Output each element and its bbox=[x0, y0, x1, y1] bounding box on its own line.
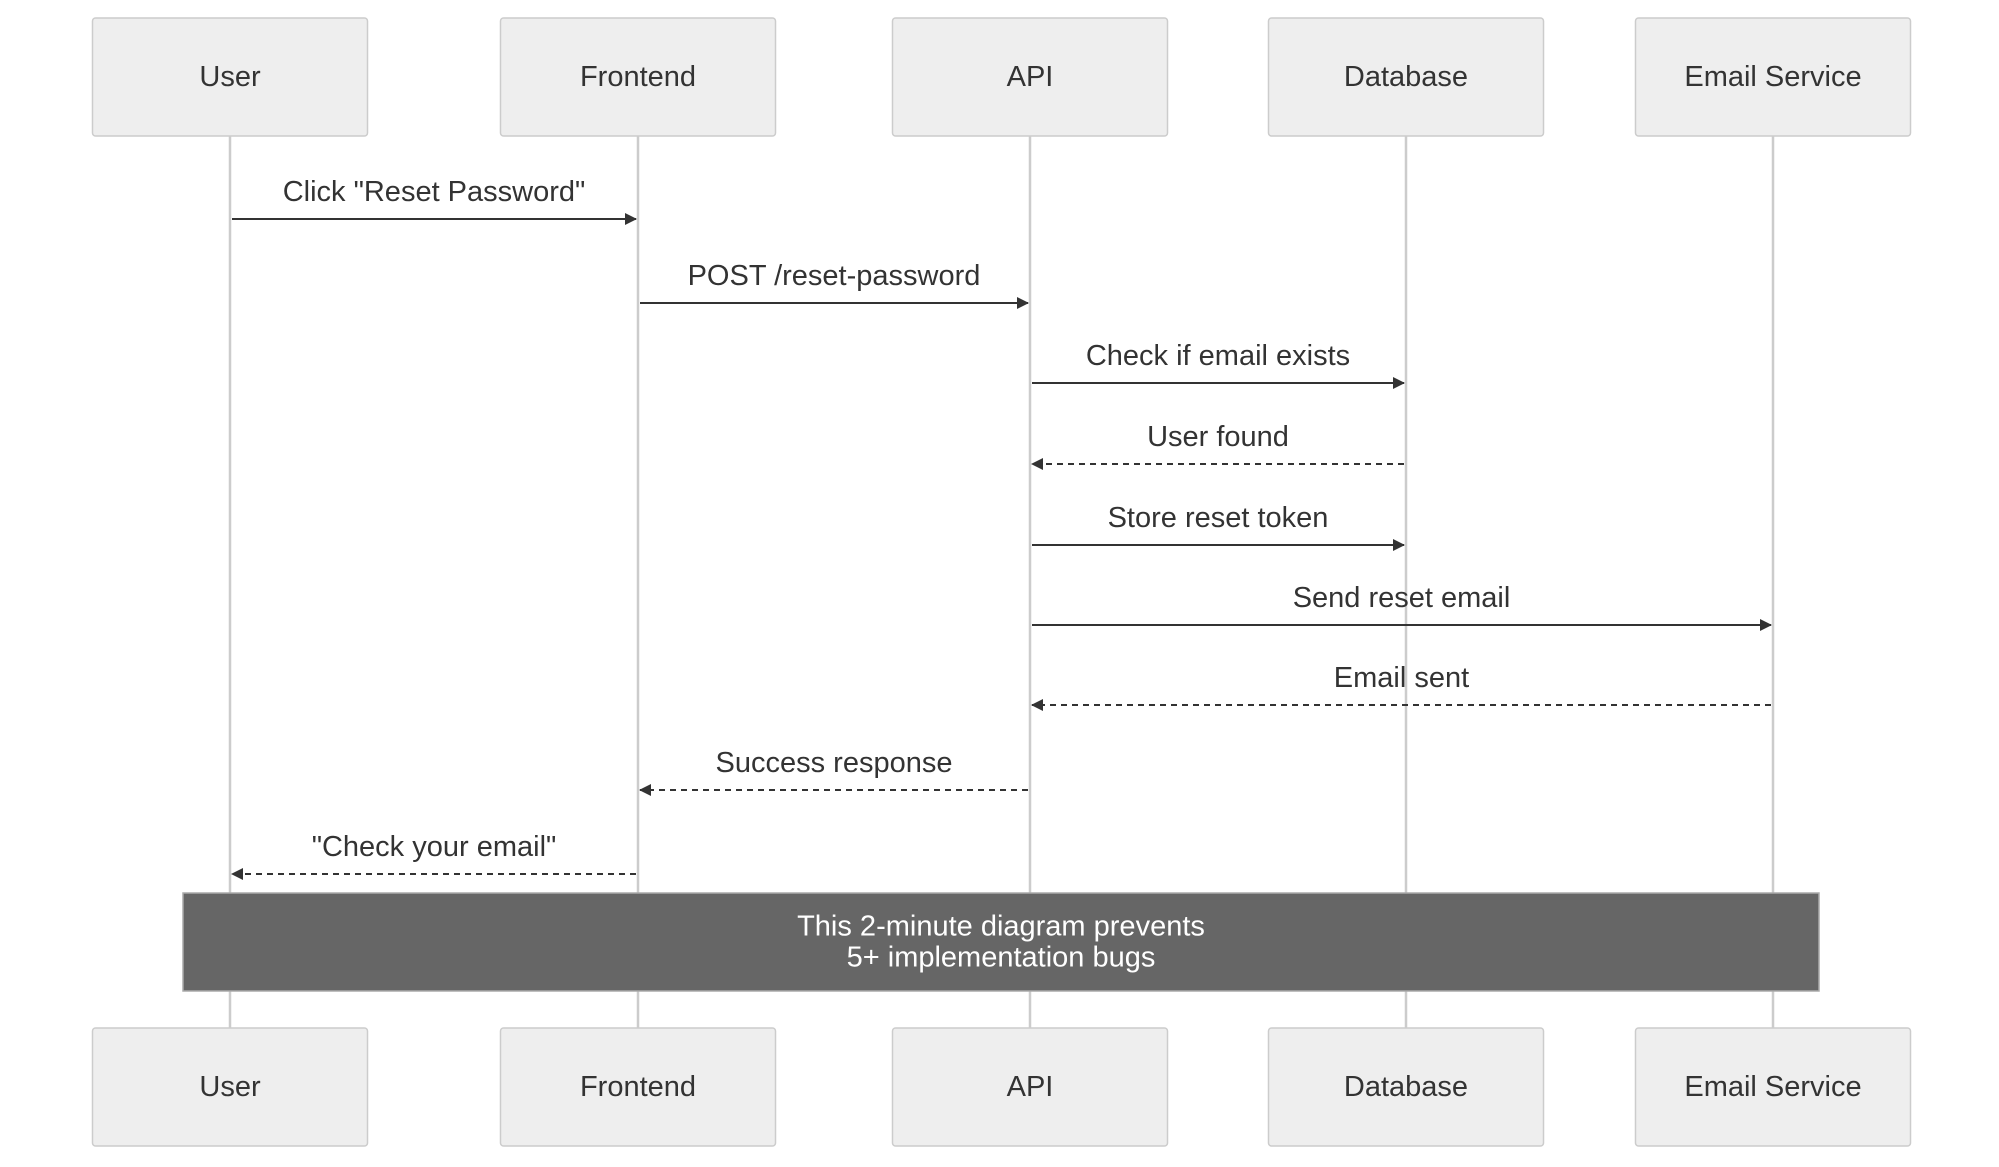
message-5: Store reset token bbox=[1032, 502, 1405, 551]
note-text-line: This 2-minute diagram prevents bbox=[797, 911, 1205, 943]
participant-box bbox=[91, 1027, 369, 1147]
message-7: Email sent bbox=[1031, 662, 1771, 711]
message-9: "Check your email" bbox=[231, 831, 636, 880]
participant-box bbox=[499, 1027, 777, 1147]
message-6: Send reset email bbox=[1032, 582, 1772, 631]
participants-bottom: User Frontend API Database Email Service bbox=[91, 1027, 1912, 1147]
message-1: Click "Reset Password" bbox=[232, 176, 637, 225]
message-label: Click "Reset Password" bbox=[283, 176, 586, 208]
participant-box bbox=[91, 17, 369, 137]
participant-box bbox=[1267, 1027, 1545, 1147]
participant-top-database: Database bbox=[1267, 17, 1545, 137]
participant-box bbox=[891, 17, 1169, 137]
participant-top-email: Email Service bbox=[1634, 17, 1912, 137]
participant-bottom-api: API bbox=[891, 1027, 1169, 1147]
participant-label: User bbox=[199, 61, 261, 93]
participant-label: Database bbox=[1344, 61, 1468, 93]
note-box bbox=[182, 892, 1820, 992]
messages: Click "Reset Password" POST /reset-passwo… bbox=[231, 176, 1772, 880]
message-2: POST /reset-password bbox=[640, 260, 1029, 309]
participant-top-user: User bbox=[91, 17, 369, 137]
participant-label: Frontend bbox=[580, 1071, 696, 1103]
participant-box bbox=[1267, 17, 1545, 137]
participant-box bbox=[891, 1027, 1169, 1147]
participant-label: Database bbox=[1344, 1071, 1468, 1103]
message-3: Check if email exists bbox=[1032, 340, 1405, 389]
participant-box bbox=[1634, 1027, 1912, 1147]
message-label: Send reset email bbox=[1293, 582, 1511, 614]
participants-top: User Frontend API Database Email Service bbox=[91, 17, 1912, 137]
participant-label: Email Service bbox=[1684, 1071, 1861, 1103]
participant-label: Email Service bbox=[1684, 61, 1861, 93]
participant-bottom-database: Database bbox=[1267, 1027, 1545, 1147]
participant-label: API bbox=[1007, 61, 1054, 93]
participant-bottom-email: Email Service bbox=[1634, 1027, 1912, 1147]
message-label: Store reset token bbox=[1108, 502, 1329, 534]
participant-bottom-user: User bbox=[91, 1027, 369, 1147]
message-label: Check if email exists bbox=[1086, 340, 1350, 372]
message-4: User found bbox=[1031, 421, 1404, 470]
participant-label: API bbox=[1007, 1071, 1054, 1103]
participant-bottom-frontend: Frontend bbox=[499, 1027, 777, 1147]
lifelines bbox=[228, 136, 1775, 1028]
message-label: Success response bbox=[716, 747, 953, 779]
note-text-line: 5+ implementation bugs bbox=[847, 942, 1156, 974]
participant-label: User bbox=[199, 1071, 261, 1103]
participant-box bbox=[499, 17, 777, 137]
message-label: POST /reset-password bbox=[688, 260, 981, 292]
message-label: "Check your email" bbox=[312, 831, 557, 863]
participant-box bbox=[1634, 17, 1912, 137]
participant-top-api: API bbox=[891, 17, 1169, 137]
message-8: Success response bbox=[639, 747, 1028, 796]
message-label: User found bbox=[1147, 421, 1289, 453]
participant-top-frontend: Frontend bbox=[499, 17, 777, 137]
participant-label: Frontend bbox=[580, 61, 696, 93]
message-label: Email sent bbox=[1334, 662, 1469, 694]
